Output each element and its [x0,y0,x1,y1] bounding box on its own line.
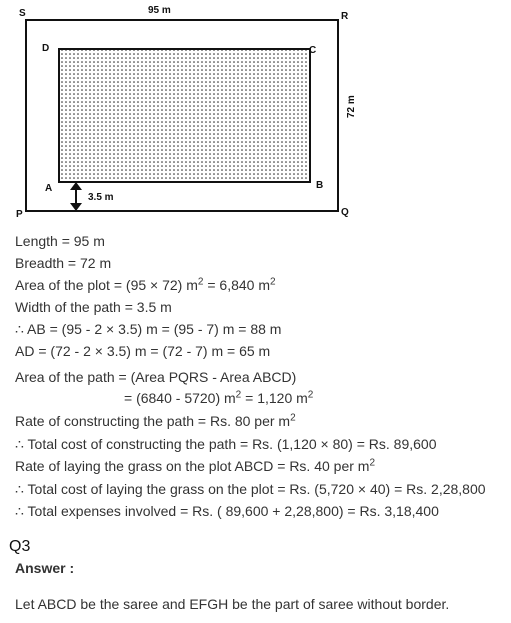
rate-grass-text: Rate of laying the grass on the plot ABC… [15,458,370,474]
rate-path-line: Rate of constructing the path = Rs. 80 p… [15,412,296,430]
answer-text: Let ABCD be the saree and EFGH be the pa… [15,596,450,612]
cost-path-line: ∴ Total cost of constructing the path = … [15,436,437,452]
label-corner-c: C [309,45,316,56]
label-3-5m: 3.5 m [88,192,114,203]
rate-path-sup: 2 [290,412,296,424]
area-plot-text: Area of the plot = (95 × 72) m [15,277,198,293]
area-path-line: Area of the path = (Area PQRS - Area ABC… [15,369,297,385]
cost-grass-line: ∴ Total cost of laying the grass on the … [15,481,486,497]
label-corner-r: R [341,11,349,22]
question-label: Q3 [9,538,31,555]
label-corner-b: B [316,180,323,191]
area-path-calc-line: = (6840 - 5720) m2 = 1,120 m2 [124,389,313,407]
rate-grass-sup: 2 [369,457,376,469]
total-expenses-line: ∴ Total expenses involved = Rs. ( 89,600… [15,503,439,519]
area-plot-sup-1: 2 [197,276,204,288]
arrow-head-down [70,203,82,211]
area-path-sup-1: 2 [235,389,242,401]
width-path-line: Width of the path = 3.5 m [15,299,172,315]
outer-rectangle-pqrs [25,19,339,212]
label-corner-s: S [19,8,26,19]
label-corner-q: Q [341,207,349,218]
arrow-head-up [70,182,82,190]
plot-diagram: 95 m S R D C A B P Q 3.5 m 72 m [16,5,357,220]
area-plot-sup-2: 2 [270,276,276,288]
rate-grass-line: Rate of laying the grass on the plot ABC… [15,457,375,475]
label-corner-d: D [42,43,49,54]
area-path-sup-2: 2 [307,389,314,401]
label-corner-a: A [45,183,52,194]
area-path-result: = 1,120 m [241,390,308,406]
rate-path-text: Rate of constructing the path = Rs. 80 p… [15,413,291,429]
length-line: Length = 95 m [15,233,105,249]
ad-line: AD = (72 - 2 × 3.5) m = (72 - 7) m = 65 … [15,343,271,359]
area-plot-result: = 6,840 m [203,277,270,293]
answer-label: Answer : [15,560,75,576]
inner-rectangle-abcd [58,48,311,183]
ab-line: ∴ AB = (95 - 2 × 3.5) m = (95 - 7) m = 8… [15,321,282,337]
label-72m: 72 m [346,95,357,118]
breadth-line: Breadth = 72 m [15,255,112,271]
area-path-calc-text: = (6840 - 5720) m [124,390,236,406]
label-corner-p: P [16,209,23,220]
label-95m: 95 m [148,5,171,16]
area-plot-line: Area of the plot = (95 × 72) m2 = 6,840 … [15,276,276,294]
